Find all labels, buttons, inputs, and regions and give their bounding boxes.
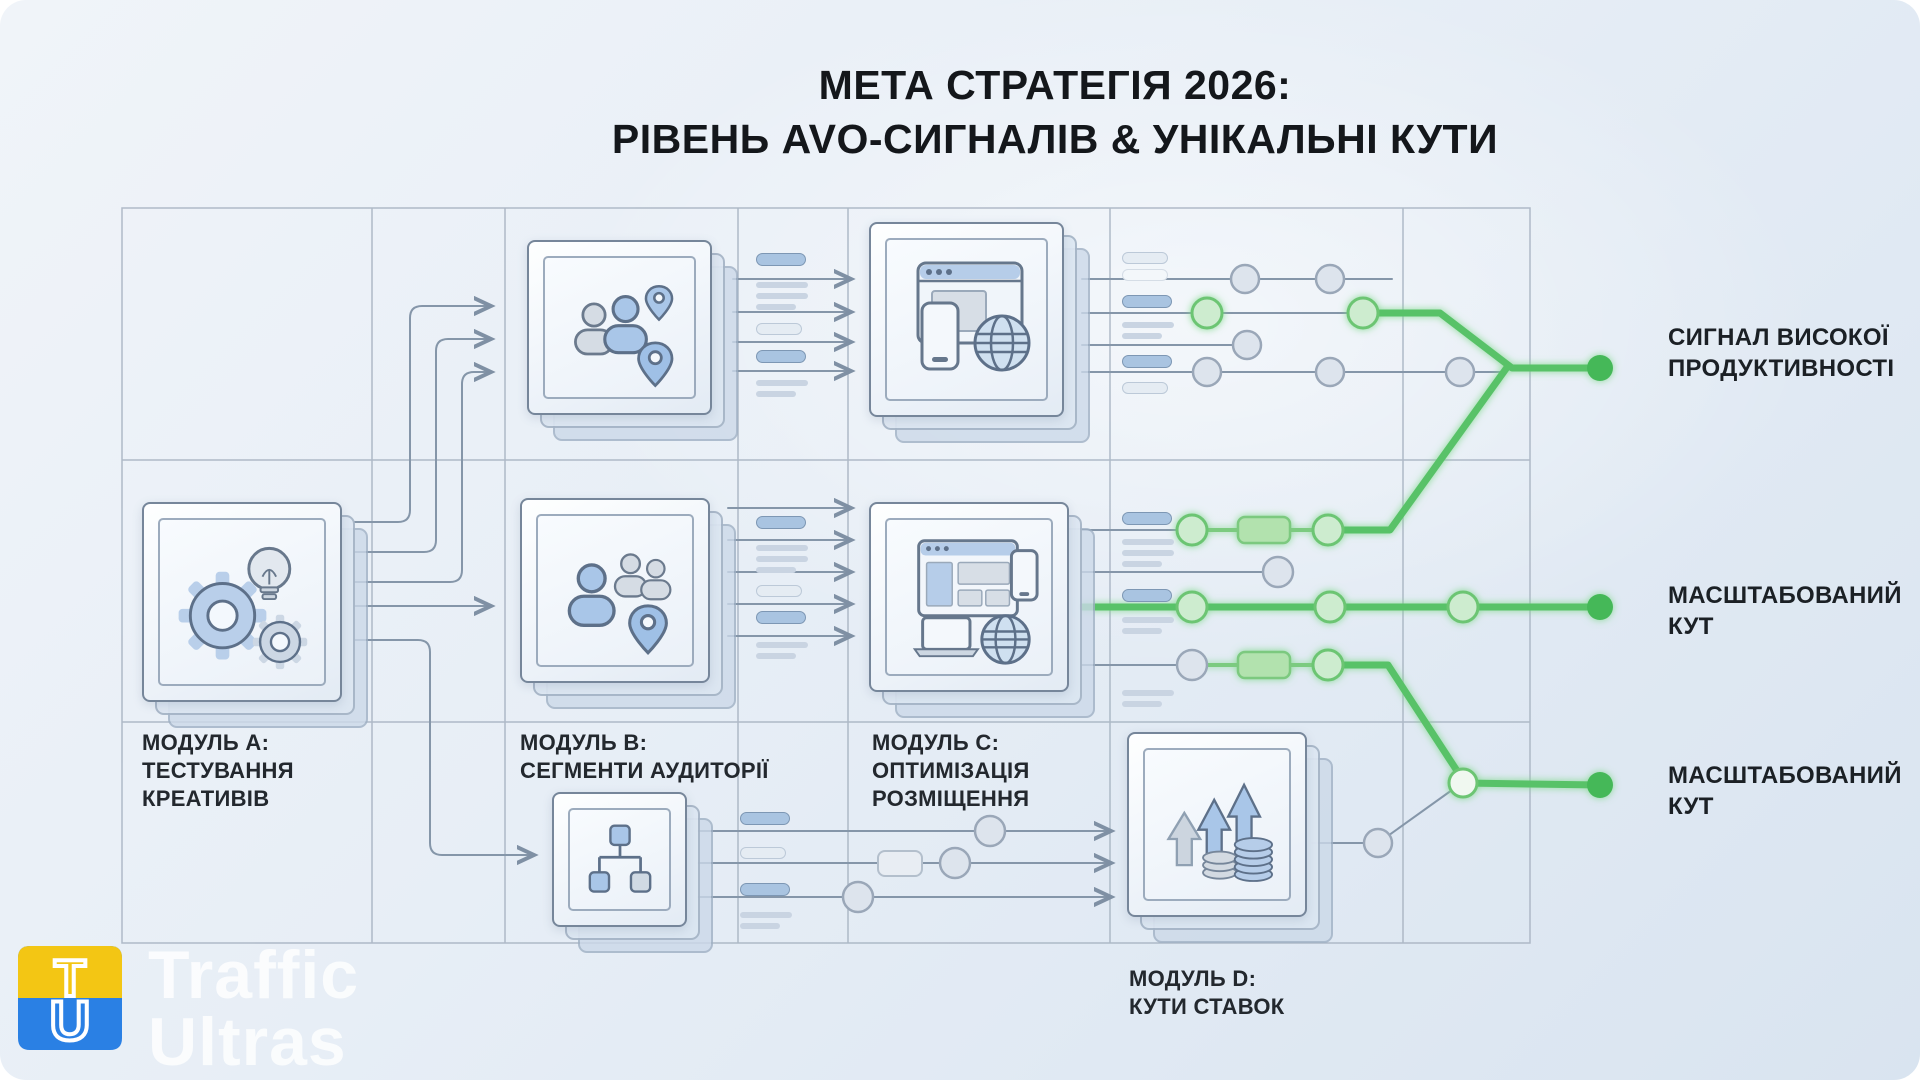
gears-lightbulb-icon <box>178 546 308 670</box>
module-b-hierarchy-box <box>552 792 713 953</box>
signal-bars-c-top <box>1122 252 1174 394</box>
audience-pins-icon <box>573 284 673 388</box>
signal-bars-b-top <box>756 253 808 397</box>
flow-connectors <box>354 279 1503 897</box>
browser-phone-globe-icon <box>916 261 1030 371</box>
module-a-label: МОДУЛЬ A: ТЕСТУВАННЯ КРЕАТИВІВ <box>142 730 294 812</box>
tu-monogram-icon: T U <box>18 946 122 1054</box>
brand-line-2: Ultras <box>148 1003 347 1080</box>
module-b-top-box <box>527 240 738 441</box>
module-c-top-box <box>869 222 1090 443</box>
module-a-box <box>142 502 368 728</box>
hierarchy-icon <box>588 824 651 893</box>
brand-logo: T U <box>18 946 122 1055</box>
module-d-label: МОДУЛЬ D: КУТИ СТАВОК <box>1129 966 1285 1020</box>
title-line-2: РІВЕНЬ AVO-СИГНАЛІВ & УНІКАЛЬНІ КУТИ <box>611 116 1499 163</box>
output-label-high-performance-signal: СИГНАЛ ВИСОКОЇ ПРОДУКТИВНОСТІ <box>1668 324 1895 383</box>
module-c-label: МОДУЛЬ C: ОПТИМІЗАЦІЯ РОЗМІЩЕННЯ <box>872 730 1030 812</box>
module-c-mid-box <box>869 502 1095 718</box>
svg-text:T: T <box>54 950 86 1008</box>
layout-devices-globe-icon <box>912 539 1039 665</box>
svg-text:U: U <box>50 989 90 1050</box>
signal-bars-bottom <box>740 812 792 929</box>
signal-bars-b-mid <box>756 516 808 659</box>
brand-wordmark: Traffic Ultras <box>148 937 360 1080</box>
output-terminal-dots <box>1587 355 1613 798</box>
module-b-mid-box <box>520 498 736 709</box>
green-performance-paths <box>1078 296 1613 799</box>
module-b-label: МОДУЛЬ B: СЕГМЕНТИ АУДИТОРІЇ <box>520 730 769 784</box>
brand-line-1: Traffic <box>148 937 360 1013</box>
green-pill-nodes <box>1236 515 1292 680</box>
page-title: МЕТА СТРАТЕГІЯ 2026: РІВЕНЬ AVO-СИГНАЛІВ… <box>612 58 1498 166</box>
gray-circle-nodes <box>841 263 1476 914</box>
green-circle-nodes <box>1175 296 1480 799</box>
title-line-1: МЕТА СТРАТЕГІЯ 2026: <box>818 62 1292 108</box>
growth-arrows-coins-icon <box>1166 781 1273 882</box>
module-d-box <box>1127 732 1333 943</box>
audience-group-pin-icon <box>567 552 672 655</box>
output-label-scaled-angle-2: МАСШТАБОВАНИЙ КУТ <box>1668 762 1902 821</box>
signal-bars-c-mid <box>1122 512 1174 634</box>
signal-bars-extra <box>1122 690 1174 707</box>
output-label-scaled-angle-1: МАСШТАБОВАНИЙ КУТ <box>1668 582 1902 641</box>
